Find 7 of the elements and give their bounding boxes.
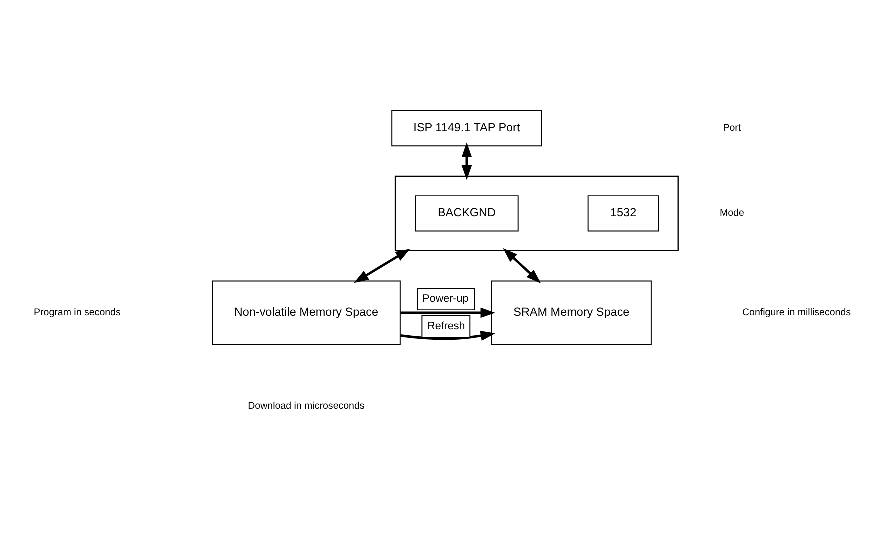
- edge-label: Power-up: [422, 292, 469, 305]
- label: Program in seconds: [34, 306, 121, 318]
- edge-label: Refresh: [428, 320, 466, 332]
- label: Port: [723, 122, 742, 134]
- label: Mode: [720, 208, 744, 219]
- label: Download in microseconds: [248, 400, 365, 412]
- label: Configure in milliseconds: [742, 306, 852, 318]
